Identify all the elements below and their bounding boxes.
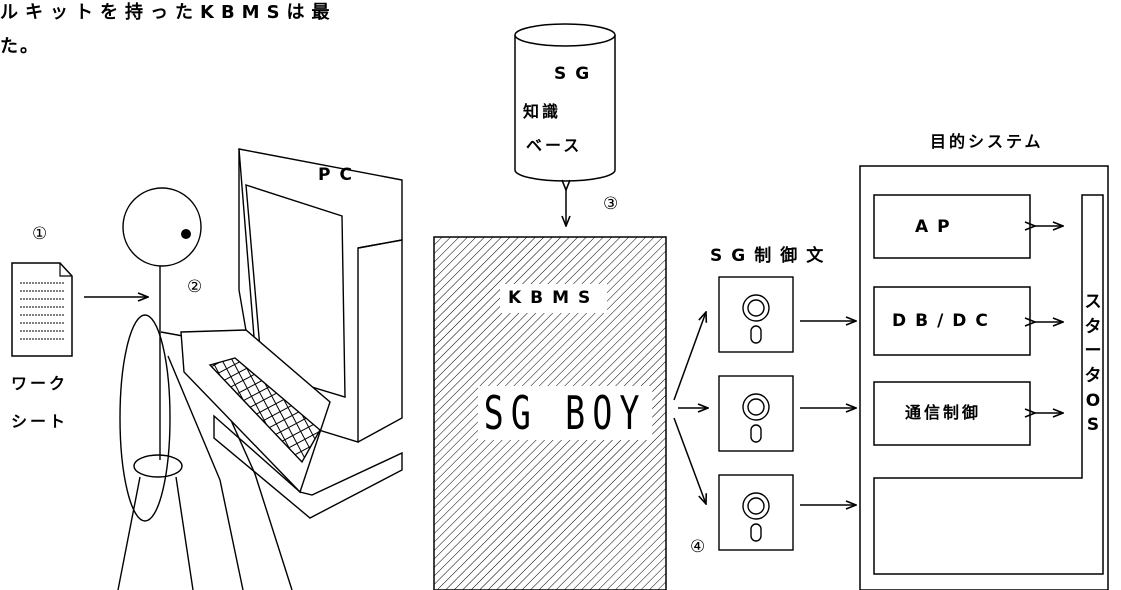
os-label-vertical: スタータOS bbox=[1081, 290, 1105, 438]
step-2-marker: ② bbox=[187, 279, 202, 296]
diskette-icon bbox=[719, 475, 793, 550]
intro-text-line2: た。 bbox=[0, 38, 40, 56]
worksheet-label-line2: シート bbox=[11, 414, 68, 430]
kbms-label: KBMS bbox=[500, 284, 607, 313]
target-system-title: 目的システム bbox=[930, 134, 1044, 150]
control-statements-label: SG制御文 bbox=[710, 248, 832, 265]
kbms-product-name: SG BOY bbox=[478, 386, 652, 440]
module-db-dc: DB/DC bbox=[892, 313, 997, 330]
kb-label-line3: ベース bbox=[526, 138, 582, 154]
arrows-disks-to-target bbox=[800, 321, 856, 505]
kb-label-line1: SG bbox=[554, 66, 598, 83]
module-ap: AP bbox=[915, 219, 959, 236]
step-1-marker: ① bbox=[32, 226, 47, 243]
intro-text-line1: ルキットを持ったKBMSは最 bbox=[0, 4, 337, 22]
worksheet-label-line1: ワーク bbox=[11, 376, 68, 392]
pc-computer-icon bbox=[181, 149, 402, 518]
step-4-marker: ④ bbox=[690, 539, 705, 556]
worksheet-document-icon bbox=[12, 263, 72, 356]
target-system-frame bbox=[860, 166, 1108, 590]
diskette-icon bbox=[719, 376, 793, 451]
arrows-kbms-to-disks bbox=[674, 312, 708, 504]
step-3-marker: ③ bbox=[603, 196, 618, 213]
pc-label: PC bbox=[318, 167, 361, 184]
module-comm-control: 通信制御 bbox=[905, 405, 981, 421]
diskette-icon bbox=[719, 277, 793, 352]
kb-label-line2: 知識 bbox=[523, 104, 561, 120]
